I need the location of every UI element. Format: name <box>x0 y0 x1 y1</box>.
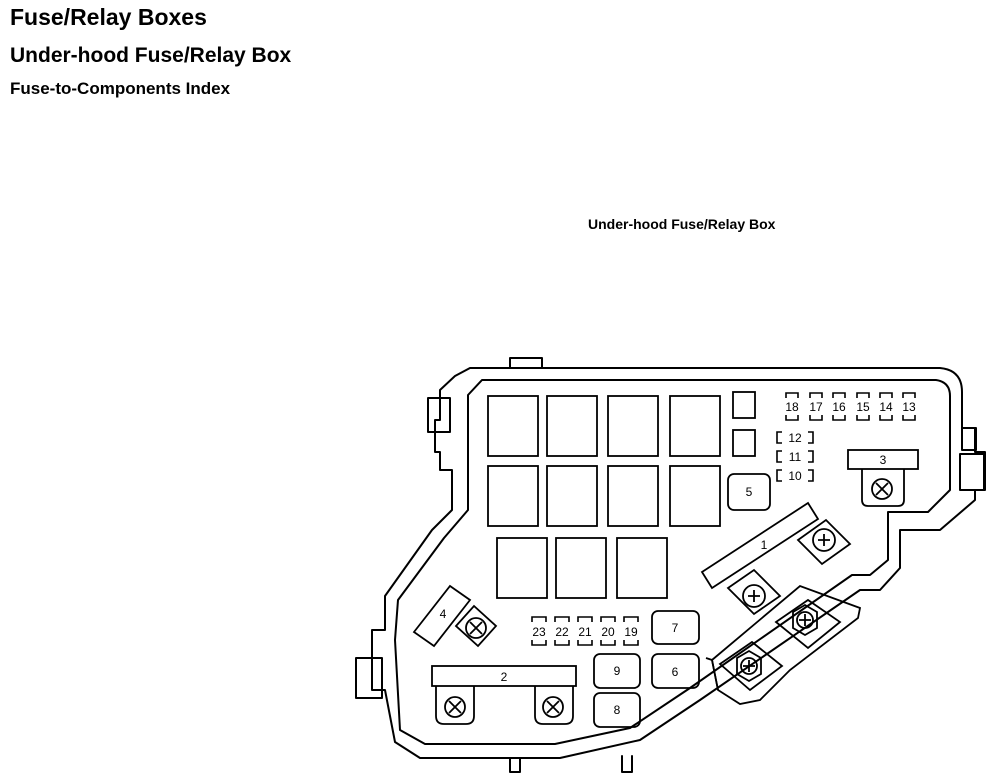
fuse-2-bar <box>431 665 577 687</box>
terminal-block <box>711 584 862 705</box>
label-9: 9 <box>614 664 621 678</box>
relay-r2-1 <box>487 465 539 527</box>
label-19: 19 <box>624 625 638 639</box>
relay-r2-3 <box>607 465 659 527</box>
fuse-2-bolt-right <box>542 696 564 718</box>
fuse-2-bolt-left <box>444 696 466 718</box>
label-3: 3 <box>880 453 887 467</box>
left-tab-upper <box>427 397 451 433</box>
relay-r3-3 <box>616 537 668 599</box>
relay-r3-1 <box>496 537 548 599</box>
fuse-5-box <box>727 473 771 511</box>
label-4: 4 <box>440 607 447 621</box>
housing-outer <box>371 367 986 759</box>
label-23: 23 <box>532 625 546 639</box>
housing-inner <box>394 379 951 745</box>
label-12: 12 <box>788 431 802 445</box>
relay-r1-2 <box>546 395 598 457</box>
left-tab-lower <box>355 657 383 699</box>
relay-r2-2 <box>546 465 598 527</box>
fuse-8-box <box>593 692 641 728</box>
fuse-4-bolt <box>465 617 487 639</box>
right-tab-upper <box>961 427 977 451</box>
section-heading: Fuse-to-Components Index <box>10 79 231 98</box>
label-21: 21 <box>578 625 592 639</box>
label-1: 1 <box>761 538 768 552</box>
relay-r1-1 <box>487 395 539 457</box>
label-2: 2 <box>501 670 508 684</box>
label-7: 7 <box>672 621 679 635</box>
fuse-1-bolt-lower <box>742 584 766 608</box>
label-5: 5 <box>746 485 753 499</box>
terminal-bolt-lower <box>736 649 762 683</box>
label-14: 14 <box>879 400 893 414</box>
fuse-7-box <box>651 610 700 645</box>
right-tab-lower <box>959 453 985 491</box>
label-17: 17 <box>809 400 823 414</box>
fuse-3-bolt <box>871 478 893 500</box>
page-title: Fuse/Relay Boxes <box>10 4 207 30</box>
label-16: 16 <box>832 400 846 414</box>
label-15: 15 <box>856 400 870 414</box>
bottom-foot-left <box>509 757 521 773</box>
relay-r1-4 <box>669 395 721 457</box>
terminal-bolt-upper <box>792 603 818 637</box>
diagram-caption: Under-hood Fuse/Relay Box <box>588 216 776 232</box>
label-6: 6 <box>672 665 679 679</box>
top-tab <box>509 357 543 369</box>
bottom-foot-right <box>621 755 633 773</box>
fuse-1-bolt-upper <box>812 528 836 552</box>
mini-relay-upper <box>732 391 756 419</box>
mini-relay-lower <box>732 429 756 457</box>
fuse-3-bracket <box>847 449 919 470</box>
label-10: 10 <box>788 469 802 483</box>
label-22: 22 <box>555 625 569 639</box>
relay-r3-2 <box>555 537 607 599</box>
fuse-4-body <box>412 584 472 648</box>
fuse-9-box <box>593 653 641 689</box>
fuse-6-box <box>651 653 700 689</box>
page-subtitle: Under-hood Fuse/Relay Box <box>10 44 292 67</box>
relay-r1-3 <box>607 395 659 457</box>
relay-r2-4 <box>669 465 721 527</box>
label-18: 18 <box>785 400 799 414</box>
fuse-1-body <box>700 501 820 590</box>
label-8: 8 <box>614 703 621 717</box>
label-20: 20 <box>601 625 615 639</box>
label-13: 13 <box>902 400 916 414</box>
label-11: 11 <box>789 450 802 464</box>
